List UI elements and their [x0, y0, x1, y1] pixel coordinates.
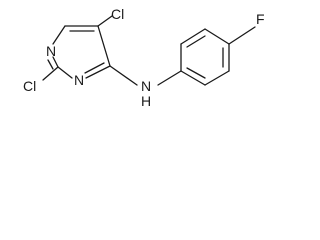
bond-c2-n3 — [57, 66, 73, 79]
bond-c6p-c1p — [180, 70, 206, 86]
pyrimidine-ring — [47, 25, 111, 79]
fluorophenyl-ring — [180, 28, 230, 86]
bond-c4-c5 — [97, 25, 111, 67]
atom-n-ring-bottom: N — [74, 72, 84, 88]
bond-nh-c1p — [157, 70, 182, 86]
bond-c2p-c3p — [180, 28, 206, 45]
atom-nh-n: N — [141, 78, 151, 94]
bond-c6p-c1p-inner — [186, 67, 206, 79]
bond-c6-n1 — [52, 25, 66, 45]
bond-c5p-c6p — [204, 70, 230, 86]
molecule-canvas: Cl N N Cl N H F — [0, 0, 298, 108]
bond-c2p-c3p-inner — [186, 35, 206, 48]
bond-n3-c4 — [85, 65, 111, 79]
atom-cl-top: Cl — [111, 6, 124, 22]
bond-n3-c4-inner — [84, 62, 105, 74]
bond-n1-c2-inner — [47, 59, 54, 70]
bond-c4-nh — [109, 65, 138, 86]
bond-c3p-c4p — [204, 28, 230, 45]
atom-n-ring-top: N — [46, 43, 56, 59]
bond-c2-cl — [42, 66, 59, 81]
atom-f: F — [256, 11, 265, 27]
structure-diagram: Cl N N Cl N H F — [23, 6, 265, 108]
bond-c5-cl — [97, 15, 113, 27]
atom-nh-h: H — [141, 93, 151, 108]
bond-n1-c2 — [52, 56, 59, 68]
bond-c4p-f — [228, 26, 256, 45]
atom-cl-left: Cl — [23, 78, 36, 94]
